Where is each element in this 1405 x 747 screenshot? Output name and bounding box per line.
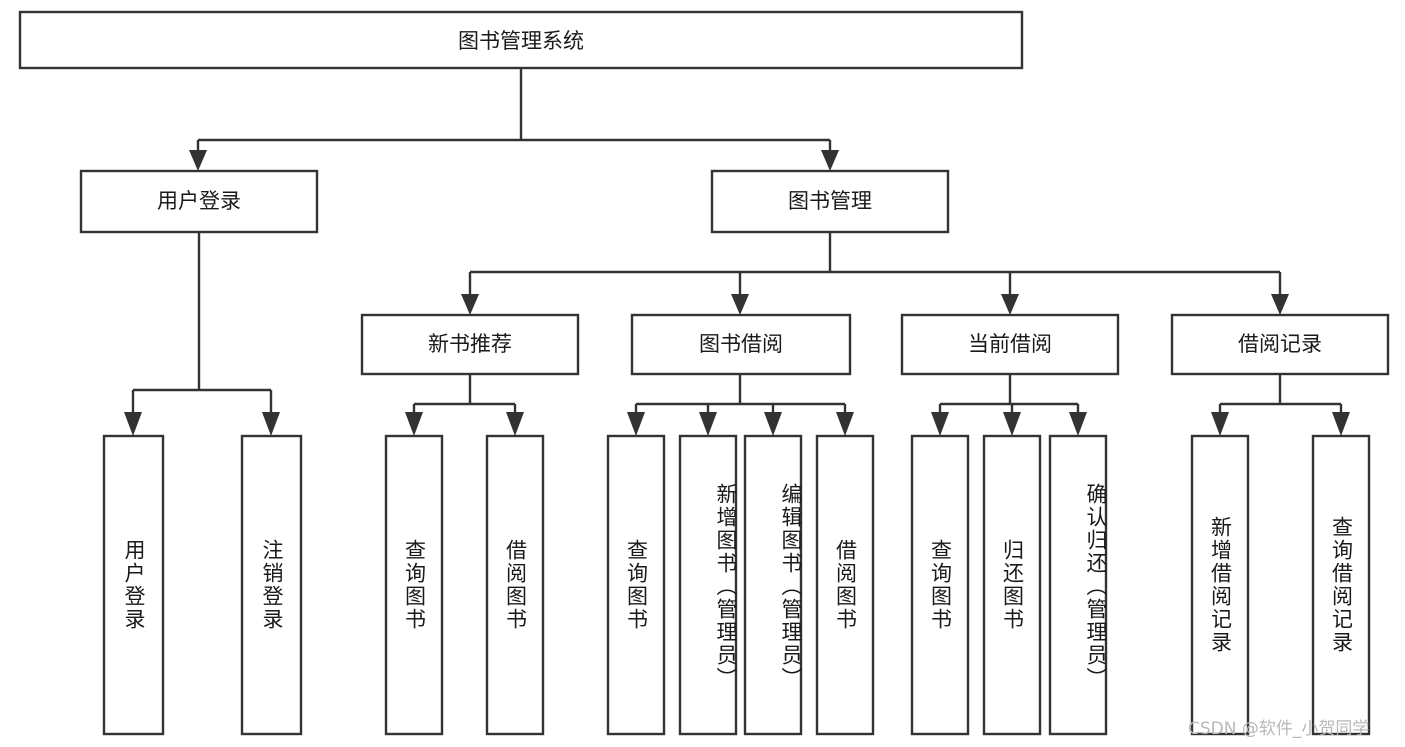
- connector-group-current-borrow-to-leaves: [931, 374, 1087, 436]
- connector-group-root-to-level2: [189, 68, 839, 171]
- arrow-to-current-borrow: [1001, 294, 1019, 315]
- root-box[interactable]: [18, 10, 1024, 70]
- connector-new-book-recommend-branch: [412, 374, 517, 414]
- connector-group-new-book-recommend-to-leaves: [405, 374, 524, 436]
- node-borrow-record[interactable]: 借阅记录: [1170, 313, 1390, 376]
- book-management-box[interactable]: [710, 169, 950, 234]
- connector-group-book-borrow-to-leaves: [627, 374, 854, 436]
- connector-group-user-login-to-leaves: [124, 232, 280, 436]
- arrow-to-user-login: [189, 150, 207, 171]
- leaf-box-add-borrow-record[interactable]: [1190, 434, 1250, 736]
- leaf-box-edit-book[interactable]: [743, 434, 803, 736]
- user-login-label: 用户登录: [157, 189, 241, 213]
- new-book-recommend-box[interactable]: [360, 313, 580, 376]
- connector-root-branch: [196, 68, 832, 152]
- connector-book-borrow-branch: [634, 374, 847, 414]
- leaf-box-logout[interactable]: [240, 434, 303, 736]
- leaf-box-return-book[interactable]: [982, 434, 1042, 736]
- arrow-to-leaf-add-borrow-record: [1211, 412, 1229, 436]
- connector-current-borrow-branch: [938, 374, 1080, 414]
- node-book-management[interactable]: 图书管理: [710, 169, 950, 234]
- root-label: 图书管理系统: [458, 29, 584, 53]
- connector-borrow-record-branch: [1218, 374, 1343, 414]
- arrow-to-leaf-query-book-2: [627, 412, 645, 436]
- node-new-book-recommend[interactable]: 新书推荐: [360, 313, 580, 376]
- node-book-borrow[interactable]: 图书借阅: [630, 313, 852, 376]
- current-borrow-box[interactable]: [900, 313, 1120, 376]
- leaf-box-query-book-3[interactable]: [910, 434, 970, 736]
- connector-book-management-branch: [468, 232, 1282, 296]
- arrow-to-leaf-add-book: [699, 412, 717, 436]
- leaf-box-user-login[interactable]: [102, 434, 165, 736]
- borrow-record-label: 借阅记录: [1238, 332, 1322, 356]
- arrow-to-leaf-user-login: [124, 412, 142, 436]
- leaf-box-borrow-book-1[interactable]: [485, 434, 545, 736]
- node-user-login[interactable]: 用户登录: [79, 169, 319, 234]
- arrow-to-leaf-query-book-3: [931, 412, 949, 436]
- arrow-to-leaf-borrow-book-1: [506, 412, 524, 436]
- arrow-to-leaf-logout: [262, 412, 280, 436]
- book-borrow-box[interactable]: [630, 313, 852, 376]
- connector-group-book-management-to-level3: [461, 232, 1289, 315]
- leaf-box-query-book-2[interactable]: [606, 434, 666, 736]
- connector-group-borrow-record-to-leaves: [1211, 374, 1350, 436]
- arrow-to-borrow-record: [1271, 294, 1289, 315]
- new-book-recommend-label: 新书推荐: [428, 332, 512, 356]
- arrow-to-book-management: [821, 150, 839, 171]
- arrow-to-leaf-confirm-return: [1069, 412, 1087, 436]
- arrow-to-leaf-borrow-book-2: [836, 412, 854, 436]
- book-management-label: 图书管理: [788, 189, 872, 213]
- arrow-to-new-book-recommend: [461, 294, 479, 315]
- leaf-box-borrow-book-2[interactable]: [815, 434, 875, 736]
- leaf-box-add-book[interactable]: [678, 434, 738, 736]
- csdn-watermark: CSDN @软件_小贺同学: [1188, 719, 1370, 739]
- arrow-to-leaf-return-book: [1003, 412, 1021, 436]
- user-login-box[interactable]: [79, 169, 319, 234]
- leaf-box-query-borrow-record[interactable]: [1311, 434, 1371, 736]
- connector-user-login-branch: [131, 232, 273, 414]
- leaf-box-confirm-return[interactable]: [1048, 434, 1108, 736]
- node-current-borrow[interactable]: 当前借阅: [900, 313, 1120, 376]
- arrow-to-leaf-query-borrow-record: [1332, 412, 1350, 436]
- arrow-to-book-borrow: [731, 294, 749, 315]
- borrow-record-box[interactable]: [1170, 313, 1390, 376]
- arrow-to-leaf-edit-book: [764, 412, 782, 436]
- current-borrow-label: 当前借阅: [968, 332, 1052, 356]
- leaf-box-query-book-1[interactable]: [384, 434, 444, 736]
- node-root-system[interactable]: 图书管理系统: [18, 10, 1024, 70]
- book-borrow-label: 图书借阅: [699, 332, 783, 356]
- arrow-to-leaf-query-book-1: [405, 412, 423, 436]
